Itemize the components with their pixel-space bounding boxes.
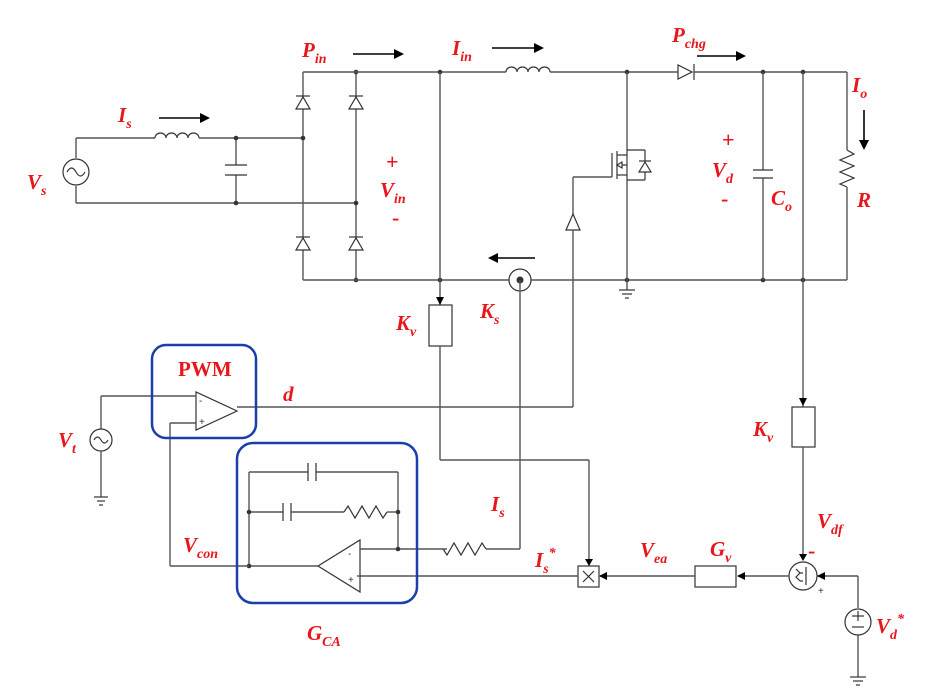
current-controller-gca xyxy=(169,422,520,594)
pwm-highlight-box xyxy=(150,343,258,440)
label-is-star: Is* xyxy=(534,546,557,577)
ac-source xyxy=(62,138,90,203)
output-capacitor xyxy=(753,72,773,280)
gca-plus-sign: + xyxy=(348,575,354,586)
gca-minus-sign: - xyxy=(348,549,351,560)
label-ks: Ks xyxy=(479,299,500,328)
vin-plus-sign: + xyxy=(386,149,399,174)
label-kv-right: Kv xyxy=(752,417,774,446)
error-summer xyxy=(788,561,859,608)
flow-arrows xyxy=(159,43,869,263)
label-gca: GCA xyxy=(307,621,341,650)
label-vd-star: Vd* xyxy=(876,612,905,643)
diode-bridge xyxy=(294,69,365,283)
label-d: d xyxy=(283,382,294,406)
vd-plus-sign: + xyxy=(722,127,735,152)
gv-block xyxy=(599,565,789,588)
summer-minus-sign: - xyxy=(808,538,815,563)
vd-sense-branch xyxy=(791,72,816,561)
input-filter xyxy=(76,132,356,206)
label-is-input: Is xyxy=(117,103,132,132)
label-pchg: Pchg xyxy=(671,23,706,52)
label-vd: Vd xyxy=(712,158,734,187)
current-sensor xyxy=(508,268,532,549)
vd-reference-source xyxy=(844,608,872,686)
label-io: Io xyxy=(851,73,867,102)
multiplier xyxy=(357,565,600,588)
label-is-feedback: Is xyxy=(490,492,505,521)
pwm-plus-sign: + xyxy=(199,417,205,428)
label-vs: Vs xyxy=(27,170,47,199)
vd-minus-sign: - xyxy=(721,186,728,211)
label-pwm: PWM xyxy=(178,357,232,381)
ground-power xyxy=(619,280,635,299)
mosfet-switch xyxy=(565,72,653,407)
label-kv-left: Kv xyxy=(395,311,417,340)
label-co: Co xyxy=(771,186,792,215)
gca-highlight-box xyxy=(235,441,419,605)
label-gv: Gv xyxy=(710,537,732,566)
pwm-minus-sign: - xyxy=(199,396,202,407)
label-pin: Pin xyxy=(301,38,327,67)
label-iin: Iin xyxy=(451,36,472,65)
label-vin: Vin xyxy=(380,178,406,207)
vin-sense-branch xyxy=(428,72,593,566)
label-vdf: Vdf xyxy=(817,509,844,538)
label-vt: Vt xyxy=(58,428,77,457)
vin-minus-sign: - xyxy=(392,205,399,230)
load-resistor xyxy=(838,72,856,280)
label-vea: Vea xyxy=(640,538,667,567)
pwm-comparator xyxy=(89,391,573,506)
dc-bus-and-boost xyxy=(303,64,847,283)
label-vcon: Vcon xyxy=(183,533,218,562)
summer-plus-sign: + xyxy=(818,586,824,597)
label-r: R xyxy=(856,188,871,212)
